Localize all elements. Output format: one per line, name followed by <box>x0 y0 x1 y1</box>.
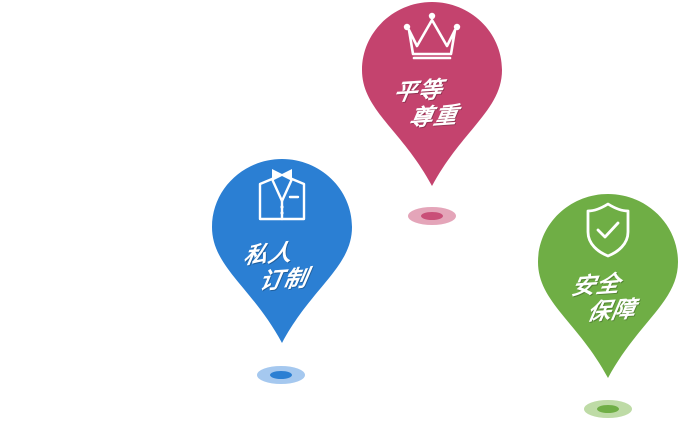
crown-icon <box>403 12 461 60</box>
map-pin-secure: 安全 保障 <box>538 192 678 382</box>
pin-shadow-dignity <box>408 207 456 225</box>
pin-shape-secure <box>538 194 678 378</box>
pin-label-dignity: 平等 尊重 <box>387 76 466 135</box>
map-pin-custom: 私人 订制 <box>212 157 352 347</box>
map-pin-dignity: 平等 尊重 <box>362 0 502 190</box>
pin-label-secure: 安全 保障 <box>565 270 644 329</box>
pin-label-line2: 订制 <box>257 265 311 295</box>
pin-shape-custom <box>212 159 352 343</box>
pin-label-custom: 私人 订制 <box>237 239 316 298</box>
pin-label-line2: 保障 <box>585 296 639 326</box>
pin-label-line2: 尊重 <box>407 102 461 132</box>
pin-shadow-secure <box>584 400 632 418</box>
butler-suit-icon <box>258 169 306 221</box>
shield-check-icon <box>586 202 630 258</box>
pin-shape-dignity <box>362 2 502 186</box>
pin-shadow-custom <box>257 366 305 384</box>
